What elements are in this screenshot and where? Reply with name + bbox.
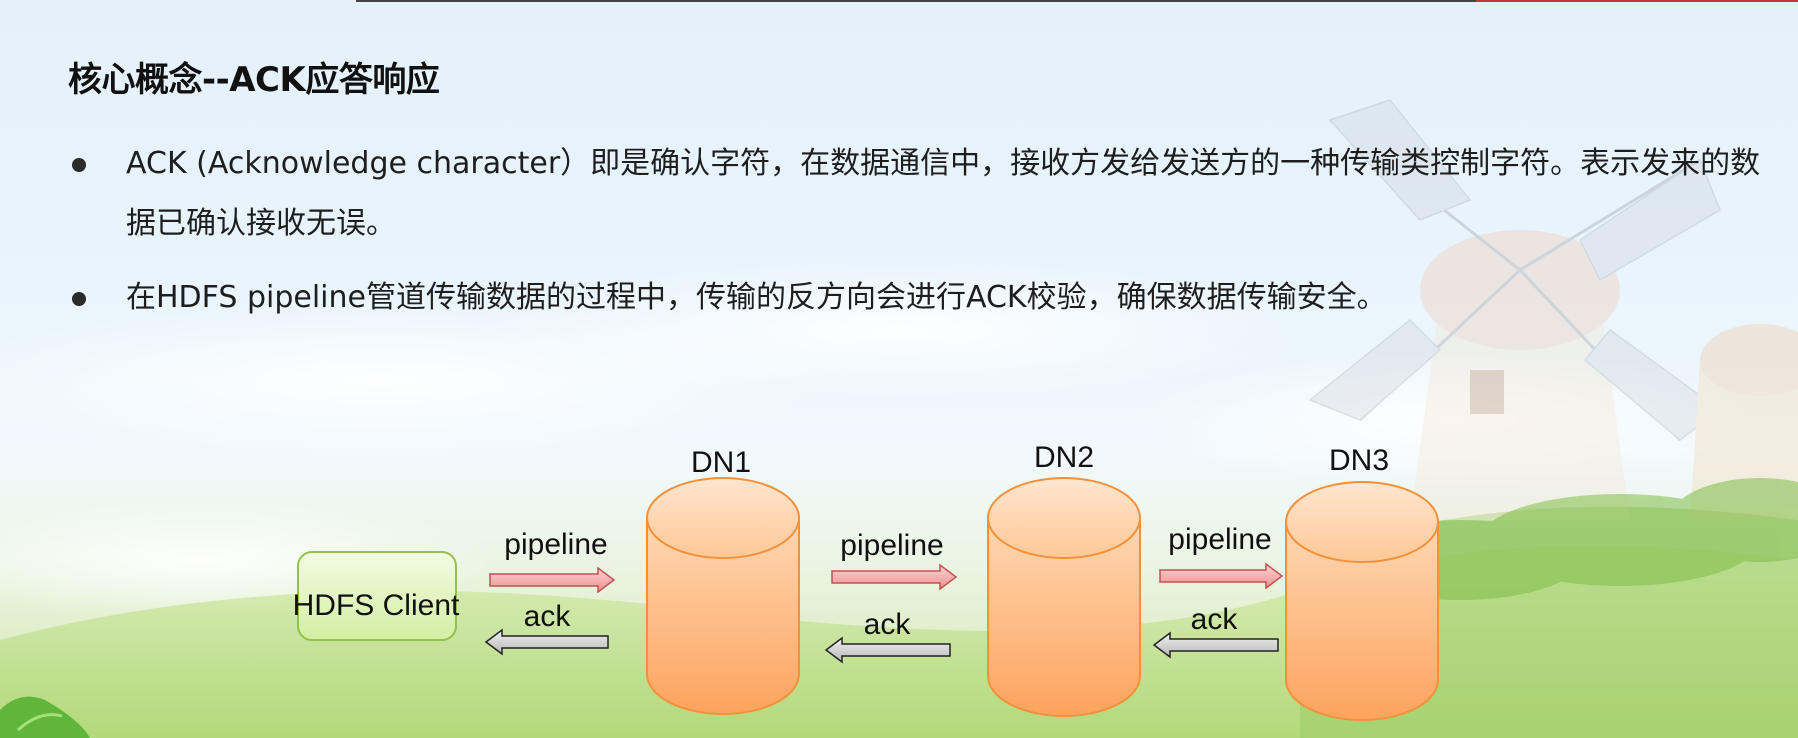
ack-label-3: ack	[1191, 603, 1239, 636]
dn1-label: DN1	[691, 446, 751, 479]
hdfs-client-label: HDFS Client	[293, 589, 460, 622]
ack-label-1: ack	[524, 600, 572, 633]
dn2-label: DN2	[1034, 441, 1094, 474]
ack-arrow-dn3-to-dn2	[1152, 631, 1279, 659]
bullet-text-ack-definition: ACK (Acknowledge character）即是确认字符，在数据通信中…	[126, 146, 1761, 241]
ack-arrow-dn2-to-dn1	[824, 636, 951, 664]
pipeline-label-3: pipeline	[1168, 523, 1271, 556]
pipeline-arrow-dn2-to-dn3	[1159, 562, 1284, 590]
pipeline-arrow-client-to-dn1	[489, 566, 616, 594]
dn3-label: DN3	[1329, 444, 1389, 477]
ack-label-2: ack	[864, 608, 912, 641]
datanode-dn3	[1285, 481, 1439, 721]
bullet-marker	[72, 158, 86, 172]
bullet-text-pipeline-ack: 在HDFS pipeline管道传输数据的过程中，传输的反方向会进行ACK校验，…	[126, 280, 1387, 315]
ack-arrow-dn1-to-client	[484, 628, 609, 656]
top-rule	[356, 0, 1476, 2]
bullet-marker	[72, 292, 86, 306]
pipeline-label-1: pipeline	[504, 528, 607, 561]
pipeline-arrow-dn1-to-dn2	[831, 563, 958, 591]
datanode-dn2	[987, 477, 1141, 717]
slide-title: 核心概念--ACK应答响应	[68, 60, 440, 100]
hdfs-client-box	[297, 551, 457, 641]
datanode-dn1	[646, 477, 800, 715]
top-rule-accent	[1476, 0, 1798, 2]
pipeline-label-2: pipeline	[840, 529, 943, 562]
